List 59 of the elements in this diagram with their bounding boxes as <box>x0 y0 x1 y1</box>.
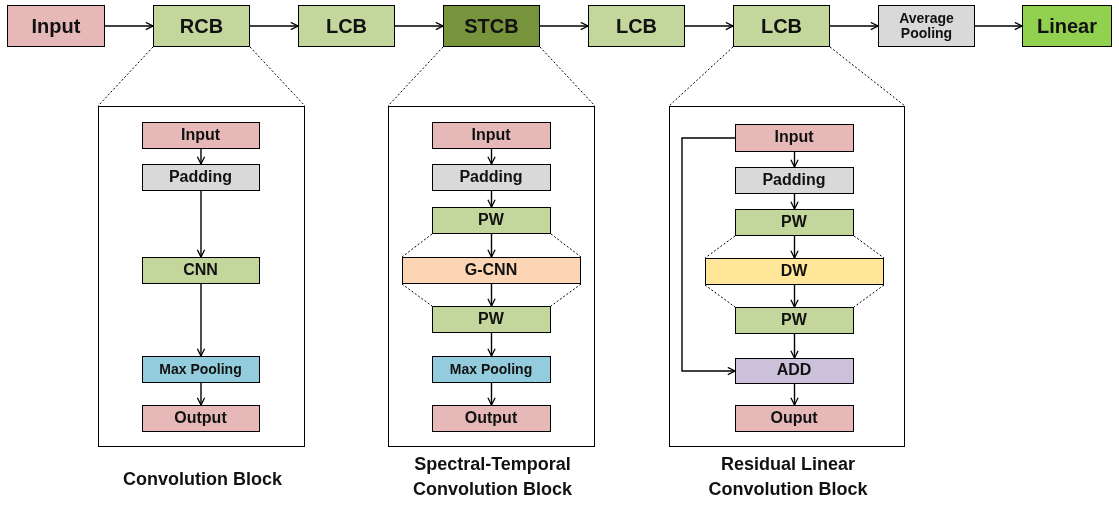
arrow <box>974 21 1023 31</box>
block-box: STCB <box>443 5 540 47</box>
arrow <box>684 21 734 31</box>
arrow <box>790 284 799 308</box>
arrow <box>196 382 206 406</box>
zoom-guide-line <box>387 46 596 107</box>
layer-box: Input <box>141 121 260 149</box>
arrow <box>790 193 799 210</box>
arrow <box>829 21 879 31</box>
layer-box: DW <box>704 257 884 285</box>
arrow <box>790 235 799 259</box>
layer-box: Padding <box>431 163 551 191</box>
zoom-guide-line <box>704 235 885 259</box>
layer-box: Max Pooling <box>141 355 260 383</box>
zoom-guide-line <box>97 46 306 107</box>
layer-box: CNN <box>141 256 260 284</box>
layer-box: PW <box>431 305 551 333</box>
layer-box: G-CNN <box>401 256 581 284</box>
arrow <box>790 383 799 406</box>
block-box: RCB <box>153 5 250 47</box>
layer-box: Input <box>734 123 854 152</box>
layer-box: Padding <box>141 163 260 191</box>
arrow <box>487 382 496 406</box>
layer-box: ADD <box>734 357 854 384</box>
block-box: Linear <box>1022 5 1112 47</box>
arrow <box>394 21 444 31</box>
arrow <box>681 137 736 376</box>
arrow <box>790 151 799 168</box>
arrow <box>196 283 206 357</box>
arrow <box>487 148 496 165</box>
layer-box: Padding <box>734 166 854 194</box>
arrow <box>104 21 154 31</box>
layer-box: Output <box>431 404 551 432</box>
block-box: LCB <box>733 5 830 47</box>
arrow <box>487 283 496 307</box>
zoom-guide-line <box>668 46 906 107</box>
layer-box: Output <box>141 404 260 432</box>
layer-box: PW <box>431 206 551 234</box>
arrow <box>487 332 496 357</box>
layer-box: Input <box>431 121 551 149</box>
zoom-guide-line <box>704 284 885 308</box>
block-box: LCB <box>298 5 395 47</box>
layer-box: Ouput <box>734 404 854 432</box>
arrow <box>790 333 799 359</box>
arrow <box>249 21 299 31</box>
arrow <box>487 233 496 258</box>
arrow <box>196 148 206 165</box>
block-box: Input <box>7 5 105 47</box>
layer-box: PW <box>734 306 854 334</box>
arrow <box>539 21 589 31</box>
arrow <box>487 190 496 208</box>
layer-box: Max Pooling <box>431 355 551 383</box>
panel-caption: Spectral-Temporal Convolution Block <box>412 453 573 502</box>
panel-caption: Residual Linear Convolution Block <box>707 453 869 502</box>
arrow <box>196 190 206 258</box>
panel-caption: Convolution Block <box>122 468 283 491</box>
layer-box: PW <box>734 208 854 236</box>
block-box: LCB <box>588 5 685 47</box>
block-box: Average Pooling <box>878 5 975 47</box>
